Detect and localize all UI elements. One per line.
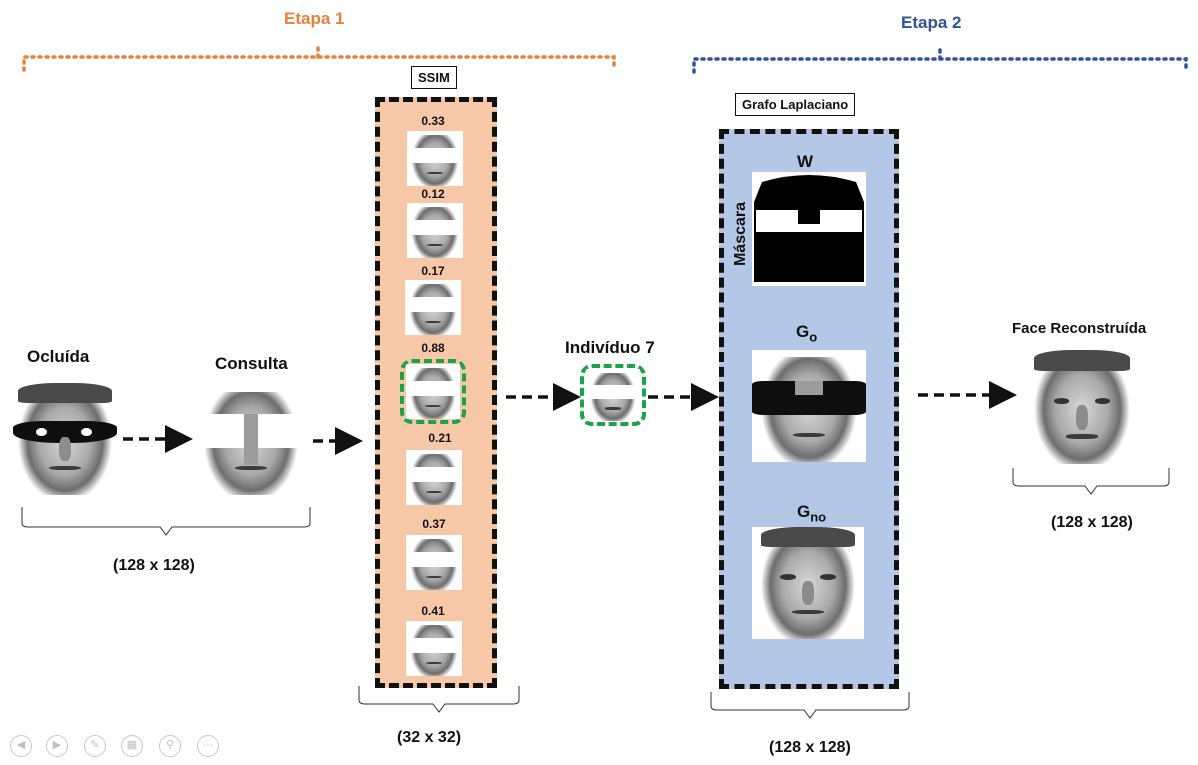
next-icon[interactable]: ▶ xyxy=(46,735,68,757)
w-label: W xyxy=(797,152,814,171)
output-size-caption: (128 x 128) xyxy=(1051,514,1133,531)
stage1-title: Etapa 1 xyxy=(284,9,345,28)
match-selected-highlight xyxy=(580,364,646,426)
go-label: Go xyxy=(796,322,818,345)
graph-size-caption: (128 x 128) xyxy=(769,739,851,756)
stage2-title: Etapa 2 xyxy=(901,13,962,32)
reconstructed-face-image xyxy=(1025,350,1139,464)
gno-face-image xyxy=(752,527,864,639)
ssim-brace xyxy=(358,686,520,713)
gno-label: Gno xyxy=(797,502,827,525)
ssim-label: SSIM xyxy=(411,66,457,89)
stage1-bracket xyxy=(22,45,616,72)
input-size-caption: (128 x 128) xyxy=(113,557,195,574)
candidate-face-image xyxy=(406,450,462,505)
zoom-icon[interactable]: ⚲ xyxy=(159,735,181,757)
ssim-selected-highlight xyxy=(400,359,466,424)
ssim-score: 0.88 xyxy=(421,341,445,355)
matched-face-image xyxy=(586,369,640,421)
match-label: Indivíduo 7 xyxy=(565,338,655,357)
candidate-face-image xyxy=(406,621,462,676)
graph-label: Grafo Laplaciano xyxy=(735,93,856,116)
pen-icon[interactable]: ✎ xyxy=(84,735,106,757)
output-label: Face Reconstruída xyxy=(1012,320,1147,337)
input-brace xyxy=(21,507,311,536)
prev-icon[interactable]: ◀ xyxy=(10,735,32,757)
ssim-size-caption: (32 x 32) xyxy=(397,729,462,746)
mask-label: Máscara xyxy=(732,201,749,267)
ssim-score: 0.41 xyxy=(421,604,445,618)
mask-w-image xyxy=(752,172,866,286)
candidate-face-image xyxy=(407,131,463,186)
slides-icon[interactable]: ▦ xyxy=(121,735,143,757)
candidate-face-image xyxy=(405,280,461,335)
output-brace xyxy=(1012,468,1170,495)
ssim-score: 0.17 xyxy=(421,264,445,278)
candidate-face-image xyxy=(406,535,462,590)
ssim-score: 0.21 xyxy=(428,431,452,445)
query-face-image xyxy=(195,383,307,495)
occluded-label: Ocluída xyxy=(27,347,90,366)
occluded-face-image xyxy=(9,383,121,495)
stage2-bracket xyxy=(692,45,1188,74)
candidate-face-image xyxy=(407,203,463,258)
ssim-score: 0.37 xyxy=(422,517,446,531)
candidate-face-image xyxy=(406,364,460,419)
more-icon[interactable]: ··· xyxy=(197,735,219,757)
query-label: Consulta xyxy=(215,354,288,373)
ssim-score: 0.33 xyxy=(421,114,445,128)
graph-brace xyxy=(710,692,910,719)
ssim-score: 0.12 xyxy=(421,187,445,201)
stage-brackets xyxy=(22,45,1188,74)
go-face-image xyxy=(752,350,866,462)
